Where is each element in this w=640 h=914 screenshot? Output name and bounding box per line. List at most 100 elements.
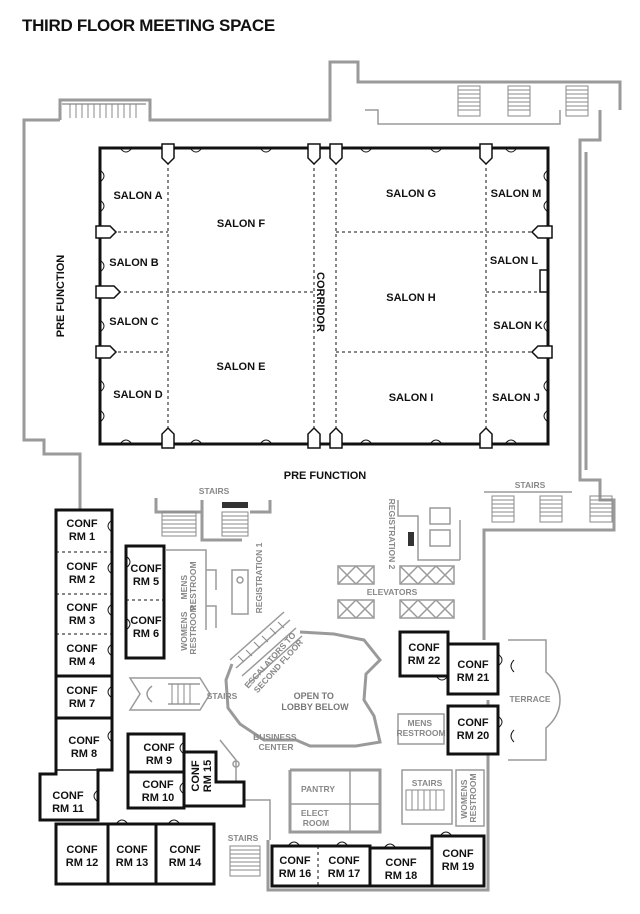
conf-rm-1-line1: CONF (66, 518, 97, 530)
conf-rm-17-line2: RM 17 (328, 868, 360, 880)
conf-rm-7-line1: CONF (66, 685, 97, 697)
conf-rm-14-line1: CONF (169, 844, 200, 856)
mens-restroom-left-label: MENS RESTROOM (179, 561, 198, 610)
corridor-label: CORRIDOR (314, 272, 326, 332)
elect-room-line1: ELECT (301, 808, 330, 818)
conf-rm-15-line1: CONF (190, 760, 202, 791)
salon-h-label: SALON H (386, 292, 436, 304)
conf-rm-14-line2: RM 14 (169, 857, 202, 869)
conf-rm-15-label: CONFRM 15 (190, 760, 214, 792)
womens-restroom-left-line2: RESTROOM (188, 605, 198, 654)
pantry-label: PANTRY (301, 784, 335, 794)
womens-restroom-left-line1: WOMENS (179, 611, 189, 651)
conf-rm-4-line1: CONF (66, 643, 97, 655)
salon-b-label: SALON B (109, 257, 159, 269)
business-center-line2: CENTER (259, 742, 294, 752)
salon-j-label: SALON J (492, 392, 540, 404)
salon-d-label: SALON D (113, 389, 163, 401)
conf-rm-11-line2: RM 11 (52, 803, 84, 815)
salon-g-label: SALON G (386, 188, 436, 200)
conf-rm-12-line2: RM 12 (66, 857, 98, 869)
conf-rm-8-line1: CONF (68, 735, 99, 747)
conf-rm-2-line1: CONF (66, 561, 97, 573)
page-title: THIRD FLOOR MEETING SPACE (22, 16, 275, 35)
salon-e-label: SALON E (217, 361, 266, 373)
conf-rm-21-line1: CONF (457, 659, 488, 671)
pre-function-top-label: PRE FUNCTION (284, 470, 367, 482)
conf-rm-5-line1: CONF (130, 563, 161, 575)
conf-rm-6-line2: RM 6 (133, 628, 159, 640)
conf-rm-3-line1: CONF (66, 602, 97, 614)
conf-rm-16-line1: CONF (279, 855, 310, 867)
escalators-label: ESCALATORS TO SECOND FLOOR (242, 628, 306, 697)
mens-restroom-left-line2: RESTROOM (188, 561, 198, 610)
mens-restroom-right-label: MENS RESTROOM (396, 718, 445, 738)
conf-rm-9-line1: CONF (143, 742, 174, 754)
outer-walls (22, 60, 622, 892)
salon-k-label: SALON K (493, 320, 543, 332)
conf-rm-22-line2: RM 22 (408, 655, 440, 667)
open-lobby-line2: LOBBY BELOW (281, 702, 349, 712)
conf-rm-20-line1: CONF (457, 717, 488, 729)
conf-rm-19-line1: CONF (442, 848, 473, 860)
salon-a-label: SALON A (113, 190, 162, 202)
stairs-top-label: STAIRS (199, 486, 230, 496)
open-lobby-label: OPEN TO LOBBY BELOW (281, 691, 349, 712)
conf-rm-13-line1: CONF (116, 844, 147, 856)
womens-restroom-right-line1: WOMENS (459, 779, 469, 819)
conf-rm-18-line1: CONF (385, 857, 416, 869)
conf-rm-6-line1: CONF (130, 615, 161, 627)
conf-rm-19-line2: RM 19 (442, 861, 474, 873)
conf-rm-10-line2: RM 10 (142, 792, 174, 804)
conference-rooms (38, 508, 503, 888)
conf-rm-5-line2: RM 5 (133, 576, 159, 588)
elevators-label: ELEVATORS (367, 587, 418, 597)
top-stairs-group (457, 85, 589, 117)
mens-restroom-left-line1: MENS (179, 575, 189, 600)
conf-rm-21-line2: RM 21 (457, 672, 489, 684)
mens-restroom-right-line2: RESTROOM (396, 728, 445, 738)
salon-c-label: SALON C (109, 316, 159, 328)
elect-room-line2: ROOM (303, 818, 329, 828)
conf-rm-4-line2: RM 4 (69, 656, 96, 668)
pre-function-left-label: PRE FUNCTION (55, 255, 67, 338)
open-lobby-line1: OPEN TO (294, 691, 334, 701)
conf-rm-1-line2: RM 1 (69, 531, 95, 543)
stairs-lower-right-label: STAIRS (412, 778, 443, 788)
lower-core (128, 491, 613, 877)
salon-m-label: SALON M (491, 188, 542, 200)
salon-f-label: SALON F (217, 218, 266, 230)
top-left-stairs (69, 104, 137, 118)
conf-rm-20-line2: RM 20 (457, 730, 489, 742)
conf-rm-15-line2: RM 15 (202, 760, 214, 792)
conf-rm-13-line2: RM 13 (116, 857, 148, 869)
conf-rm-3-line2: RM 3 (69, 615, 95, 627)
conf-rm-16-line2: RM 16 (279, 868, 311, 880)
conf-rm-22-line1: CONF (408, 642, 439, 654)
stairs-right-label: STAIRS (515, 480, 546, 490)
womens-restroom-left-label: WOMENS RESTROOM (179, 605, 198, 654)
conf-rm-7-line2: RM 7 (69, 698, 95, 710)
conf-rm-12-line1: CONF (66, 844, 97, 856)
